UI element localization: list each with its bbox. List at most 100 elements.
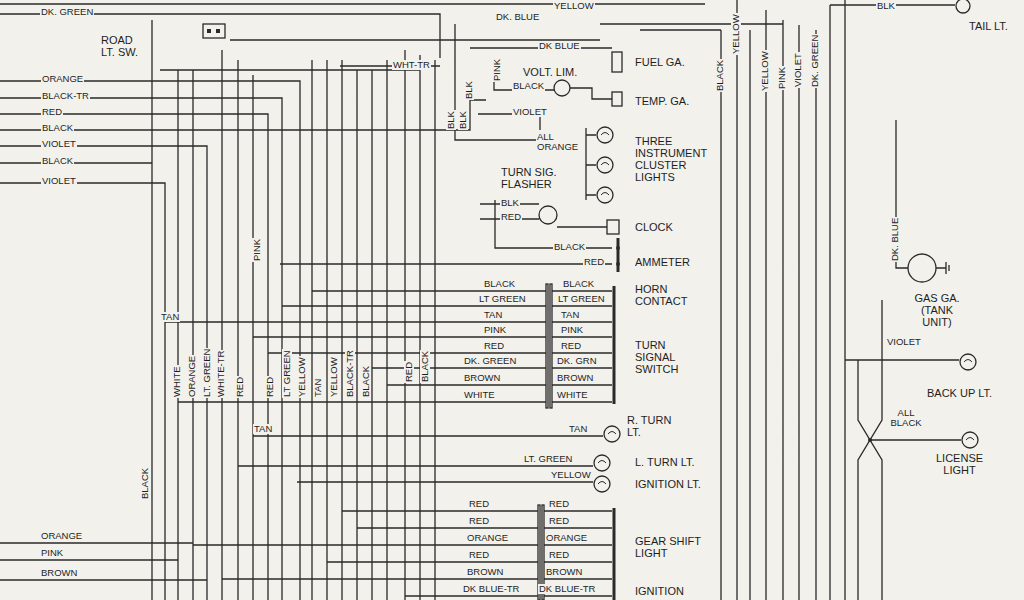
wire-color-label: PINK <box>560 325 584 335</box>
wire-color-label: BLACK-TR <box>41 91 90 101</box>
component-label: THREE INSTRUMENT CLUSTER LIGHTS <box>634 135 708 183</box>
wire-color-label: BLK <box>876 1 896 11</box>
wire-color-label: ORANGE <box>187 355 197 398</box>
wire-color-label: PINK <box>252 238 262 262</box>
component-label: VOLT. LIM. <box>522 66 578 78</box>
wire-color-label: RED <box>468 499 490 509</box>
wire-color-label: ORANGE <box>545 533 588 543</box>
wire-color-label: RED <box>548 499 570 509</box>
wire-color-label: TAN <box>313 378 323 398</box>
wire-color-label: VIOLET <box>886 337 922 347</box>
wire-color-label: TAN <box>253 424 273 434</box>
wire-color-label: VIOLET <box>793 52 803 88</box>
wire-color-label: YELLOW <box>731 13 741 55</box>
wire-color-label: TAN <box>160 312 180 322</box>
wire-color-label: BLACK <box>512 81 545 91</box>
wire-color-label: RED <box>560 341 582 351</box>
component-label: TURN SIGNAL SWITCH <box>634 339 679 375</box>
wire-color-label: WHITE <box>463 390 496 400</box>
component-label: TURN SIG. FLASHER <box>500 166 558 190</box>
wire-color-label: VIOLET <box>512 107 548 117</box>
wire-color-label: RED <box>500 212 522 222</box>
wire-color-label: YELLOW <box>550 470 592 480</box>
wire-color-label: BROWN <box>40 568 78 578</box>
wire-color-label: YELLOW <box>329 356 339 398</box>
wire-color-label: RED <box>483 341 505 351</box>
component-label: LICENSE LIGHT <box>935 452 984 476</box>
wire-color-label: LT GREEN <box>282 349 292 398</box>
wire-color-label: DK. GREEN <box>40 7 94 17</box>
wire-color-label: RED <box>265 376 275 398</box>
wire-color-label: ORANGE <box>40 531 83 541</box>
wire-color-label: BROWN <box>463 373 501 383</box>
wire-color-label: TAN <box>560 310 580 320</box>
wire-color-label: BROWN <box>545 567 583 577</box>
wire-color-label: RED <box>468 550 490 560</box>
wire-color-label: BLK <box>446 110 456 130</box>
wire-color-label: DK. GREEN <box>463 356 517 366</box>
wire-color-label: RED <box>404 361 414 383</box>
component-label: HORN CONTACT <box>634 283 688 307</box>
component-label: AMMETER <box>634 256 691 268</box>
wire-color-label: BLACK <box>715 59 725 92</box>
wire-color-label: ALL BLACK <box>888 408 924 429</box>
wire-color-label: BROWN <box>556 373 594 383</box>
wire-color-label: VIOLET <box>41 139 77 149</box>
wire-color-label: BLK <box>458 110 468 130</box>
wire-color-label: BLACK <box>553 242 586 252</box>
component-label: GEAR SHIFT LIGHT <box>634 535 704 559</box>
wire-color-label: YELLOW <box>760 50 770 92</box>
wire-color-label: DK. BLUE <box>495 12 540 22</box>
wire-color-label: LT. GREEN <box>202 348 212 398</box>
wire-color-label: RED <box>583 257 605 267</box>
wire-color-label: DK. GRN <box>556 356 598 366</box>
wire-color-label: DK BLUE-TR <box>462 584 520 594</box>
wire-color-label: ALL ORANGE <box>536 132 584 153</box>
component-label: CLOCK <box>634 221 674 233</box>
wire-color-label: TAN <box>483 310 503 320</box>
wire-color-label: DK BLUE <box>538 41 581 51</box>
wire-color-label: BLACK <box>41 123 74 133</box>
wire-color-label: WHITE-TR <box>216 350 226 398</box>
wire-color-label: BLACK <box>140 467 150 500</box>
component-label: BACK UP LT. <box>926 387 993 399</box>
wire-color-label: RED <box>548 550 570 560</box>
wire-color-label: VIOLET <box>41 176 77 186</box>
component-label: IGNITION <box>634 585 685 597</box>
wire-color-label: ORANGE <box>41 74 84 84</box>
wire-color-label: TAN <box>568 424 588 434</box>
wire-color-label: PINK <box>777 66 787 90</box>
wire-color-label: BLACK <box>420 350 430 383</box>
component-label: TAIL LT. <box>968 20 1009 32</box>
wire-color-label: BLK <box>464 80 474 100</box>
wire-color-label: DK BLUE-TR <box>538 584 596 594</box>
wire-color-label: BLK <box>500 198 520 208</box>
component-label: FUEL GA. <box>634 56 686 68</box>
component-label: R. TURN LT. <box>626 414 678 438</box>
component-label: ROAD LT. SW. <box>100 34 146 58</box>
wire-color-label: BLACK <box>483 279 516 289</box>
wire-color-label: BLACK <box>361 365 371 398</box>
wire-color-label: LT GREEN <box>557 294 606 304</box>
wire-color-label: PINK <box>483 325 507 335</box>
wire-color-label: WHT-TR <box>392 60 431 70</box>
wire-color-label: DK. GREEN <box>810 34 820 88</box>
wire-color-label: BLACK-TR <box>345 349 355 398</box>
wire-color-label: YELLOW <box>297 356 307 398</box>
component-label: L. TURN LT. <box>634 456 696 468</box>
wire-color-label: WHITE <box>172 365 182 398</box>
component-label: IGNITION LT. <box>634 478 702 490</box>
wire-color-label: WHITE <box>556 390 589 400</box>
wire-color-label: BLACK <box>41 156 74 166</box>
wire-color-label: BLACK <box>562 279 595 289</box>
wire-color-label: RED <box>548 516 570 526</box>
component-label: GAS GA. (TANK UNIT) <box>904 292 970 328</box>
wire-color-label: PINK <box>492 58 502 82</box>
wire-color-label: RED <box>468 516 490 526</box>
wire-color-label: DK. BLUE <box>890 217 900 262</box>
wire-color-label: LT. GREEN <box>523 454 573 464</box>
component-label: TEMP. GA. <box>634 95 690 107</box>
wire-color-label: YELLOW <box>553 1 595 11</box>
wire-color-label: BROWN <box>466 567 504 577</box>
